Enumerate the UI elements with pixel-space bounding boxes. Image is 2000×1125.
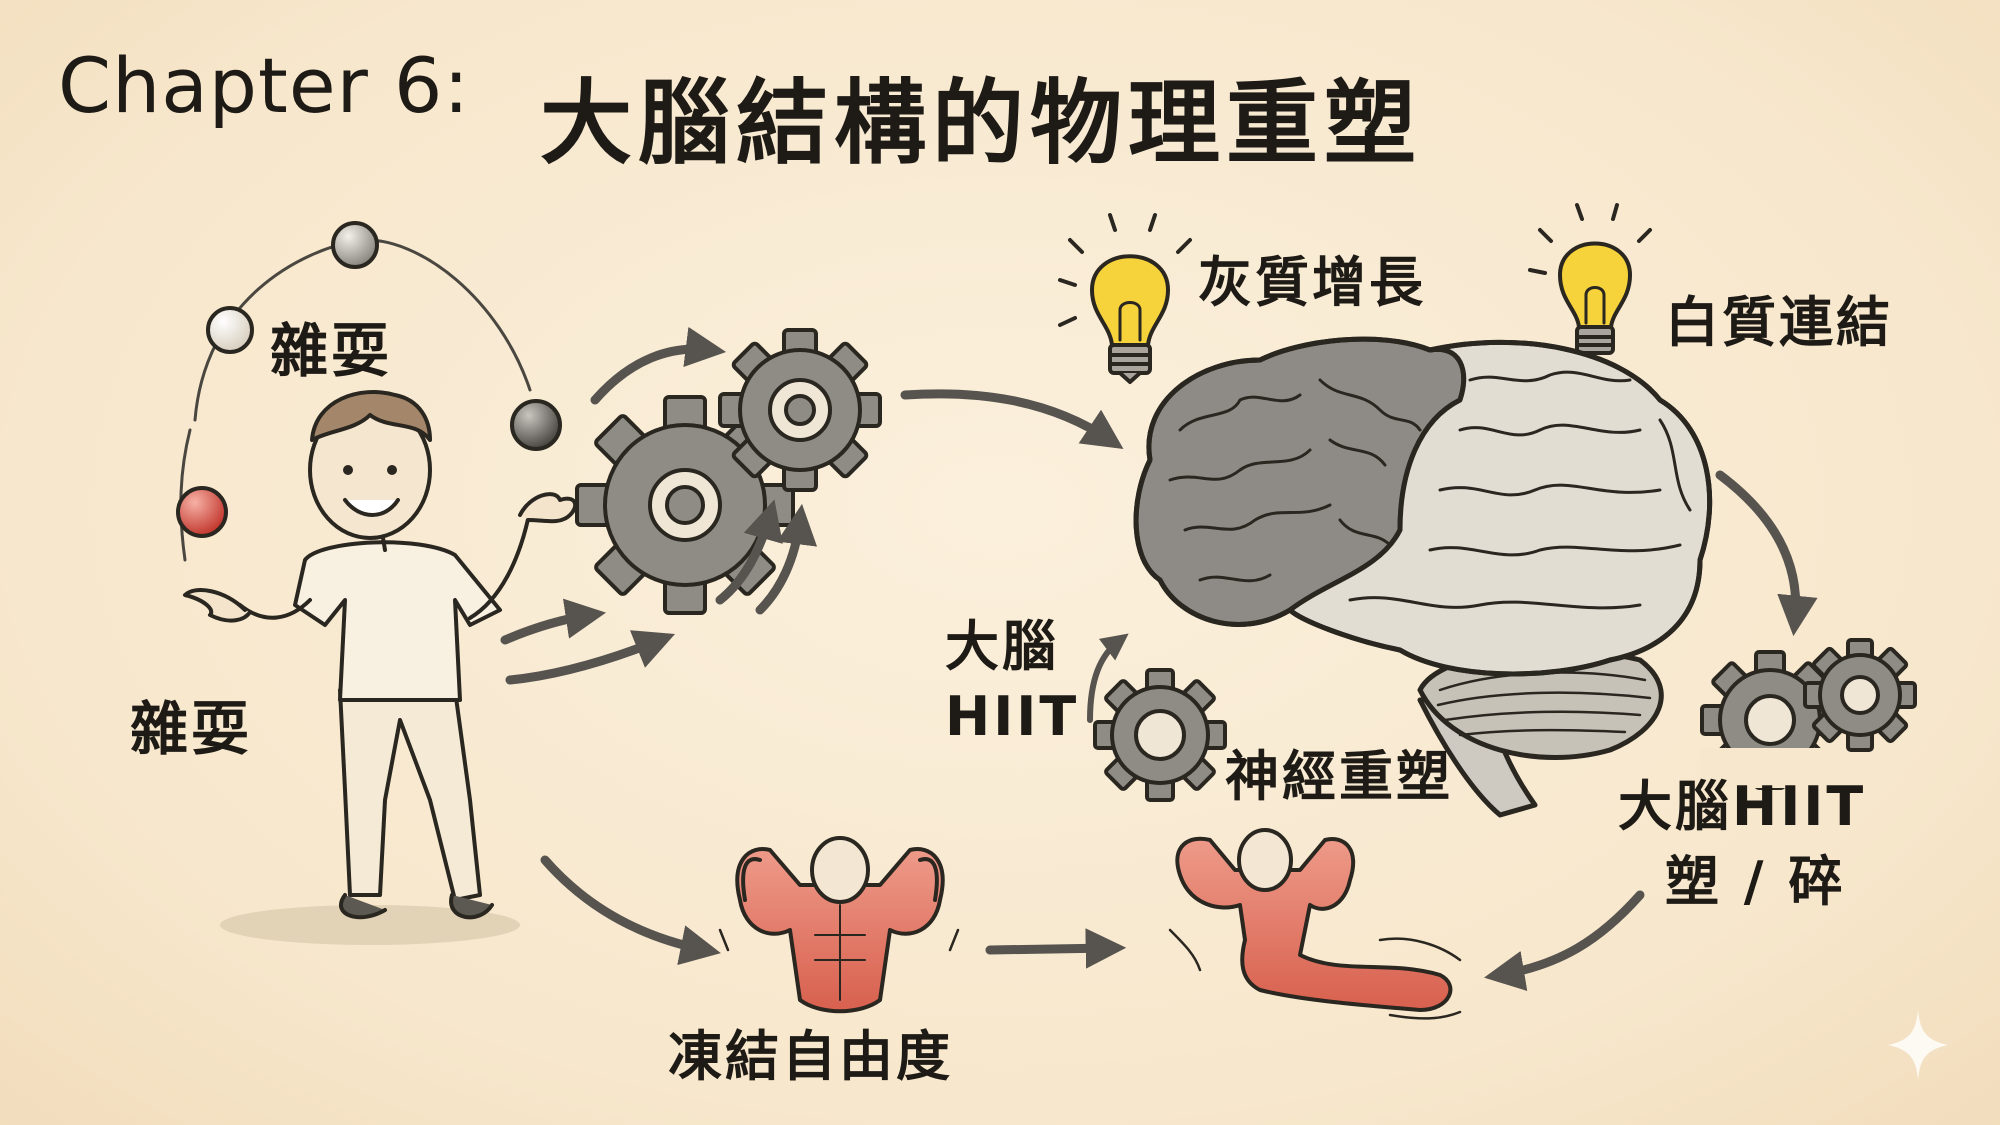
juggling-ball: [176, 486, 228, 538]
juggling-ball: [510, 399, 562, 451]
muscle-figure: [1168, 828, 1462, 1020]
label-neuroplasticity: 神經重塑: [1225, 745, 1453, 808]
chapter-label: Chapter 6:: [58, 41, 470, 130]
label-brain-hiit-2: HIIT: [945, 685, 1080, 748]
gear-icon: [1093, 668, 1227, 802]
juggling-ball: [331, 221, 379, 269]
label-gray-matter: 灰質增長: [1198, 251, 1426, 314]
label-brain-hiit-right-1: 大腦HIIT: [1618, 775, 1867, 838]
label-brain-hiit-right-2: 塑 / 碎: [1665, 850, 1846, 913]
gear-icon: [575, 328, 882, 615]
juggler-figure: [176, 221, 578, 945]
label-brain-hiit-1: 大腦: [945, 615, 1059, 678]
label-white-matter: 白質連結: [1665, 291, 1893, 354]
brain-illustration: [1133, 336, 1713, 818]
sparkle-icon: [1888, 1010, 1948, 1080]
flow-arrow: [500, 326, 1124, 966]
page-title: 大腦結構的物理重塑: [540, 70, 1423, 177]
flow-arrow: [1087, 633, 1129, 723]
lightbulb-icon: [1058, 203, 1652, 384]
label-freeze-dof: 凍結自由度: [668, 1025, 953, 1088]
flow-arrow: [985, 470, 1818, 991]
label-juggling-left: 雜耍: [130, 695, 253, 763]
juggling-ball: [206, 306, 254, 354]
muscle-figure: [718, 836, 960, 1014]
label-juggling-top: 雜耍: [270, 317, 393, 385]
